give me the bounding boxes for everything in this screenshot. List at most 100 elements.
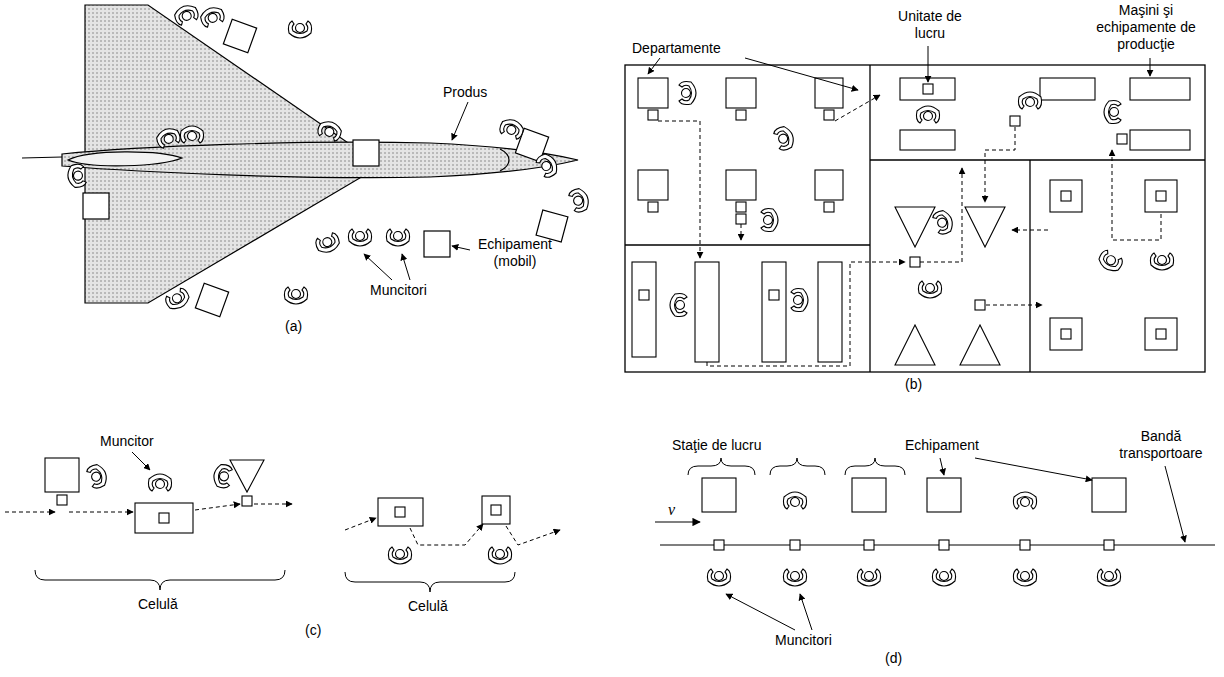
worker-icon	[488, 547, 511, 564]
worker-icon	[316, 119, 344, 143]
work-unit	[648, 110, 658, 120]
callout-label: Muncitor	[100, 433, 154, 450]
leader-arrow	[364, 254, 392, 280]
work-unit	[1010, 116, 1020, 126]
station-bracket	[688, 458, 755, 475]
leader-arrow	[928, 46, 929, 82]
work-unit	[864, 540, 874, 550]
callout-label: Muncitori	[370, 282, 427, 299]
work-unit	[790, 540, 800, 550]
equipment-box	[424, 231, 450, 257]
worker-icon	[348, 229, 371, 246]
variable-label: v	[668, 500, 675, 519]
work-unit	[939, 540, 949, 550]
machine-box	[1130, 78, 1190, 100]
worker-icon	[773, 124, 797, 152]
machine-box	[726, 78, 756, 108]
work-unit	[57, 495, 67, 505]
worker-icon	[932, 569, 955, 586]
panel-letter: (d)	[885, 650, 902, 667]
plant-outline	[625, 65, 1205, 372]
worker-icon	[707, 569, 730, 586]
equipment-box	[195, 283, 228, 316]
worker-icon	[670, 293, 687, 316]
work-unit	[736, 214, 746, 224]
machine-triangle	[895, 207, 935, 247]
machine-box	[900, 130, 955, 150]
machine-box	[638, 78, 668, 108]
callout-label: Echipament (mobil)	[470, 236, 560, 270]
machine-triangle	[960, 325, 1000, 365]
work-unit	[395, 507, 405, 517]
work-unit	[714, 540, 724, 550]
leader-arrow	[132, 452, 150, 470]
work-unit	[242, 496, 252, 506]
machine-box	[1040, 78, 1095, 100]
aircraft-nose-seam	[500, 149, 509, 171]
work-unit	[1117, 134, 1127, 144]
machine-box	[695, 262, 719, 362]
work-unit	[975, 300, 985, 310]
aircraft-canopy	[68, 152, 182, 166]
machine-box	[135, 503, 193, 533]
flow-path	[69, 512, 133, 513]
panel-letter: (c)	[305, 622, 321, 639]
aircraft-probe	[22, 157, 62, 158]
worker-icon	[1104, 100, 1121, 123]
flow-path	[707, 262, 905, 366]
worker-icon	[568, 186, 592, 214]
work-unit	[1020, 540, 1030, 550]
machine-triangle	[895, 325, 935, 365]
machine-box	[45, 458, 79, 492]
work-unit	[769, 290, 779, 300]
aircraft-fuselage	[62, 142, 578, 177]
department-wall	[869, 65, 870, 372]
flow-path	[1012, 230, 1048, 231]
panel-letter: (b)	[905, 376, 922, 393]
leader-arrow	[402, 254, 410, 280]
work-unit	[736, 110, 746, 120]
machine-box	[815, 78, 843, 108]
worker-icon	[761, 208, 778, 231]
worker-icon	[932, 208, 956, 236]
leader-arrow	[745, 58, 858, 90]
flow-path	[985, 127, 1015, 202]
flow-path	[345, 518, 376, 530]
worker-icon	[1150, 253, 1173, 270]
machine-triangle	[965, 207, 1005, 247]
work-unit	[1104, 540, 1114, 550]
equipment-box	[353, 140, 379, 166]
machine-box	[1145, 180, 1177, 212]
callout-label: Celulă	[138, 596, 178, 613]
machine-box	[1145, 318, 1177, 350]
work-unit	[1156, 191, 1166, 201]
machine-box	[815, 170, 843, 200]
department-wall	[870, 159, 1205, 160]
worker-icon	[172, 3, 200, 27]
machine-box	[702, 478, 736, 512]
flow-path	[741, 224, 742, 240]
callout-label: Departamente	[632, 40, 721, 57]
worker-icon	[148, 474, 171, 491]
leader-arrow	[940, 458, 944, 475]
callout-label: Bandă transportoare	[1104, 428, 1218, 462]
leader-arrow	[452, 246, 470, 250]
worker-icon	[783, 492, 806, 509]
worker-icon	[791, 288, 808, 311]
machine-box	[818, 262, 842, 362]
work-unit	[159, 513, 169, 523]
flow-path	[658, 121, 700, 258]
machine-box	[762, 262, 786, 362]
machine-box	[378, 498, 423, 526]
worker-icon	[918, 281, 941, 298]
leader-arrow	[975, 458, 1092, 480]
station-bracket	[845, 458, 905, 475]
worker-icon	[783, 569, 806, 586]
worker-icon	[1096, 248, 1125, 274]
work-unit	[648, 202, 658, 212]
worker-icon	[163, 286, 192, 312]
flow-path	[254, 504, 292, 505]
callout-label: Staţie de lucru	[672, 437, 762, 454]
machine-box	[1130, 130, 1190, 150]
